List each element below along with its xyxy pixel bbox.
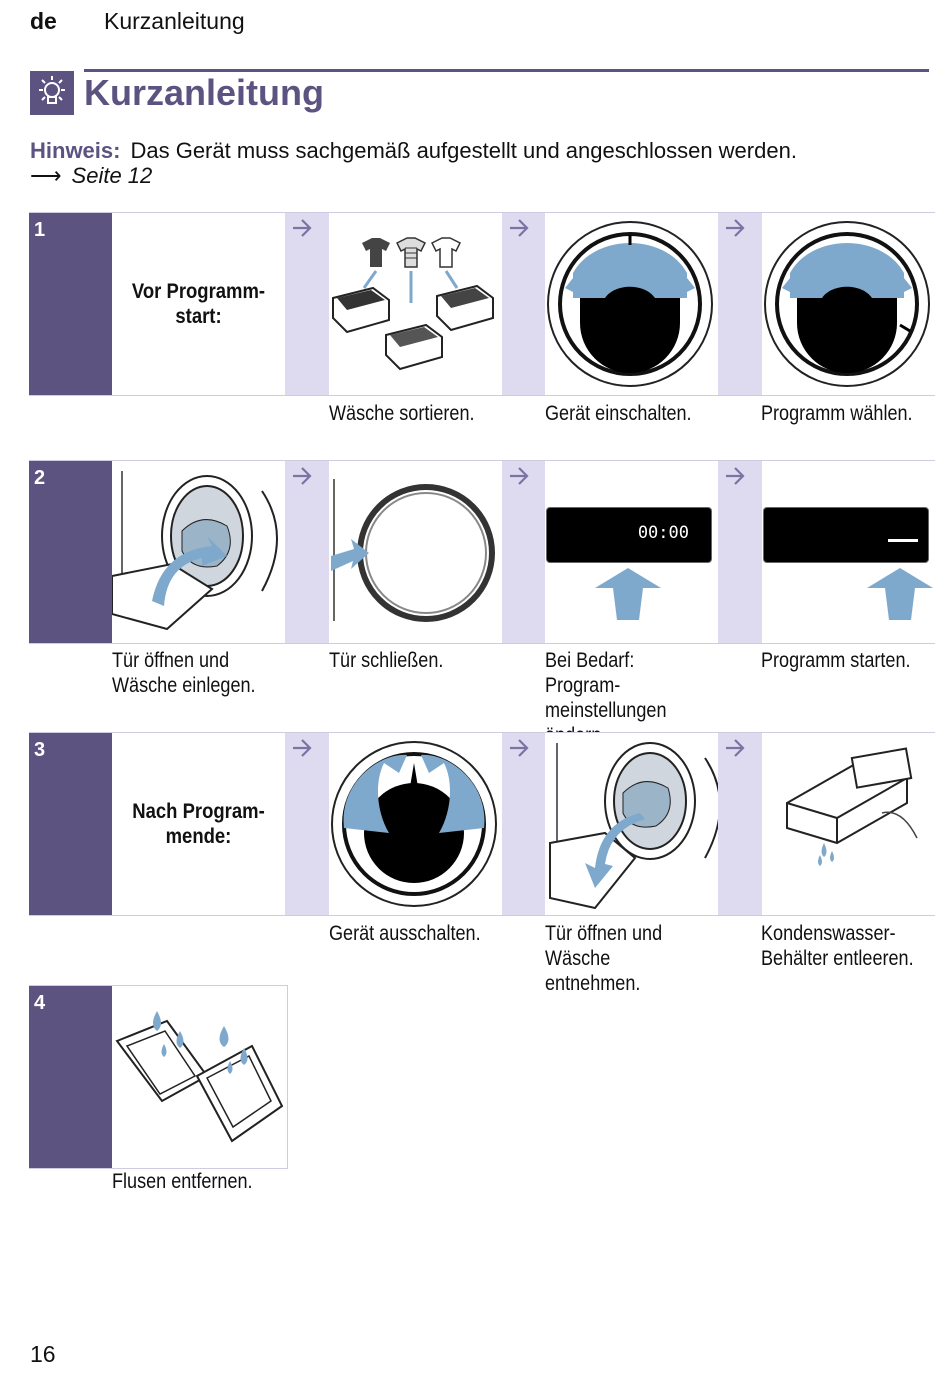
step-3-caption-2: Tür öffnen und Wäsche entnehmen. [545,922,663,995]
step-2-strip-2 [502,461,546,643]
laundry-basket-icon [332,284,494,371]
step-4-caption-1: Flusen entfernen. [112,1170,253,1193]
step-2-strip-3 [718,461,762,643]
settings-display-illustration: 00:00 [545,461,718,643]
step-3-strip-3 [718,733,762,915]
display-icon: 00:00 [546,507,712,563]
close-door-illustration [329,461,502,643]
switch-on-dial-illustration [545,213,718,395]
sort-laundry-illustration [329,213,502,395]
step-2-number: 2 [29,461,112,643]
display-icon [763,507,929,563]
step-1-caption-3: Programm wählen. [761,402,913,425]
shirt-icon [362,237,462,268]
step-arrow-icon [293,739,312,757]
step-2-caption-4: Programm starten. [761,649,911,672]
display-time: 00:00 [637,523,689,543]
up-arrow-icon [867,568,933,620]
start-program-illustration [762,461,935,643]
select-program-dial-illustration [762,213,935,395]
title-rule [84,69,929,72]
step-3-label: Nach Program- mende: [132,800,265,848]
step-1-strip-3 [718,213,762,395]
hint-text: Das Gerät muss sachgemäß aufgestellt und… [130,138,797,163]
water-tank-icon [786,747,918,866]
remove-lint-illustration [112,986,285,1168]
step-arrow-icon [726,739,745,757]
door-icon [331,479,495,622]
step-1-caption-2: Gerät einschalten. [545,402,692,425]
step-1-number: 1 [29,213,112,395]
step-arrow-icon [510,739,529,757]
step-1-caption-1: Wäsche sortieren. [329,402,475,425]
step-arrow-icon [293,467,312,485]
step-1-strip-1 [285,213,329,395]
lint-filter-icon [115,1011,284,1143]
up-arrow-icon [595,568,661,620]
step-3-caption-3: Kondenswasser- Behälter entleeren. [761,922,914,970]
reference-arrow-icon: ⟶ [30,163,62,188]
step-arrow-icon [726,467,745,485]
step-arrow-icon [510,219,529,237]
lightbulb-icon [30,71,74,115]
step-3-caption-1: Gerät ausschalten. [329,922,481,945]
page-title: Kurzanleitung [84,72,324,113]
unload-laundry-illustration [545,733,718,915]
empty-water-tank-illustration [762,733,935,915]
display-dash [888,539,918,542]
hint-reference: ⟶ Seite 12 [30,163,152,189]
step-1-label: Vor Programm- start: [131,280,266,328]
step-arrow-icon [510,467,529,485]
reference-page: Seite 12 [71,163,153,188]
header-section: Kurzanleitung [104,8,245,34]
hint-note: Hinweis: Das Gerät muss sachgemäß aufgest… [30,138,797,164]
step-arrow-icon [293,219,312,237]
page-number: 16 [30,1341,56,1367]
step-arrow-icon [726,219,745,237]
dial-icon [764,221,930,387]
step-1-strip-2 [502,213,546,395]
load-laundry-illustration [112,461,285,643]
step-2-caption-2: Tür schließen. [329,649,444,672]
step-3-strip-1 [285,733,329,915]
step-3-strip-2 [502,733,546,915]
step-4-number: 4 [29,986,112,1168]
header-lang: de [30,8,57,34]
switch-off-dial-illustration [329,733,502,915]
step-3-number: 3 [29,733,112,915]
step-2-strip-1 [285,461,329,643]
step-2-caption-1: Tür öffnen und Wäsche einlegen. [112,649,256,697]
dial-icon [547,221,713,387]
hint-label: Hinweis: [30,138,121,163]
dial-icon [331,741,497,907]
